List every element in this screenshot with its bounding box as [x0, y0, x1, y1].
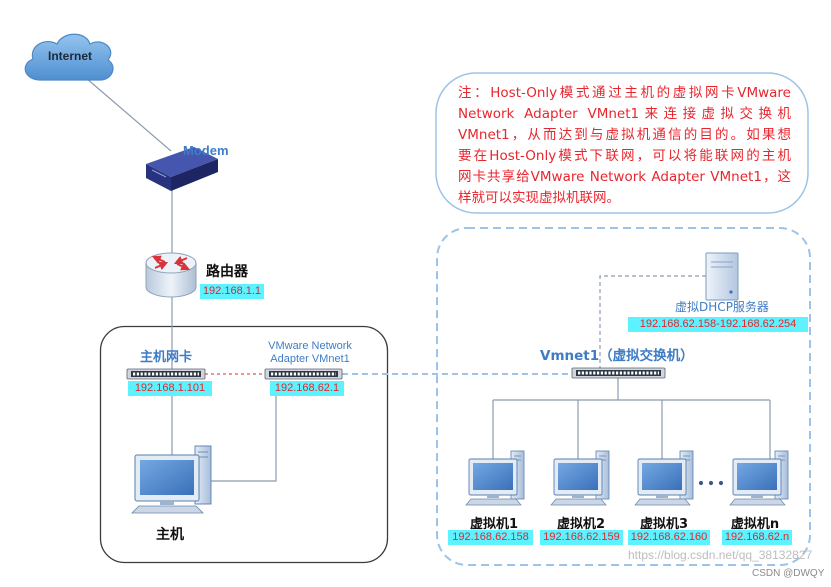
vmnet1-adapter-label: VMware Network Adapter VMnet1 [258, 340, 362, 366]
cloud-icon [24, 33, 114, 81]
server-icon [705, 252, 739, 301]
note-line: 注：Host-Only模式通过主机的虚拟网卡VMware [458, 85, 791, 101]
host-computer-label: 主机 [156, 527, 184, 543]
vm1-label: 虚拟机1 [469, 517, 519, 532]
note-box [435, 72, 809, 214]
note-line: 网卡共享给VMware Network Adapter VMnet1，这 [458, 169, 791, 185]
host-nic-switch-icon [126, 368, 206, 380]
host-machine-frame [99, 325, 389, 564]
vmn-label: 虚拟机n [730, 517, 780, 532]
vmnet1-adapter-label-line: Adapter VMnet1 [270, 353, 350, 365]
vmn-ip: 192.168.62.n [722, 530, 792, 545]
vm1-ip: 192.168.62.158 [448, 530, 533, 545]
modem-label: Modem [183, 143, 229, 158]
link-internet-modem [85, 77, 172, 152]
host-nic-label: 主机网卡 [140, 350, 193, 365]
dhcp-ip-range: 192.168.62.158-192.168.62.254 [628, 317, 808, 332]
watermark-url: https://blog.csdn.net/qq_38132827 [628, 548, 813, 562]
note-line: 样就可以实现虚拟机联网。 [458, 190, 620, 206]
router-label: 路由器 [206, 264, 248, 280]
vm2-computer-icon [550, 450, 610, 506]
link-dhcp-vmnet1 [599, 275, 706, 368]
note-line: VMnet1，从而达到与虚拟机通信的目的。如果想 [458, 127, 791, 143]
watermark-credit: CSDN @DWQY [752, 568, 825, 579]
vm-links [492, 378, 771, 459]
vm3-label: 虚拟机3 [639, 517, 689, 532]
vm2-ip: 192.168.62.159 [540, 530, 623, 545]
router-ip: 192.168.1.1 [200, 284, 264, 299]
router-icon [145, 252, 197, 298]
virtual-network-frame [436, 227, 811, 566]
note-line: Network Adapter VMnet1来连接虚拟交换机 [458, 106, 791, 122]
modem-icon [146, 147, 218, 191]
dhcp-server-label: 虚拟DHCP服务器 [675, 300, 769, 314]
vmn-computer-icon [729, 450, 789, 506]
vm2-label: 虚拟机2 [556, 517, 606, 532]
link-adapter-host-computer [211, 396, 277, 482]
note-line: 要在Host-Only模式下联网，可以将能联网的主机 [458, 148, 791, 164]
vmnet1-adapter-switch-icon [264, 368, 343, 380]
vmnet1-switch-label: Vmnet1（虚拟交换机） [540, 348, 694, 364]
internet-label: Internet [47, 49, 92, 63]
host-nic-ip: 192.168.1.101 [128, 381, 212, 396]
host-computer-icon [131, 445, 212, 514]
vm1-computer-icon [465, 450, 525, 506]
vm3-ip: 192.168.62.160 [628, 530, 710, 545]
vmnet1-adapter-ip: 192.168.62.1 [270, 381, 344, 396]
vmnet1-switch-icon [571, 367, 666, 379]
vm3-computer-icon [634, 450, 694, 506]
vmnet1-adapter-label-line: VMware Network [268, 340, 352, 352]
vm-ellipsis-dots [698, 480, 724, 486]
